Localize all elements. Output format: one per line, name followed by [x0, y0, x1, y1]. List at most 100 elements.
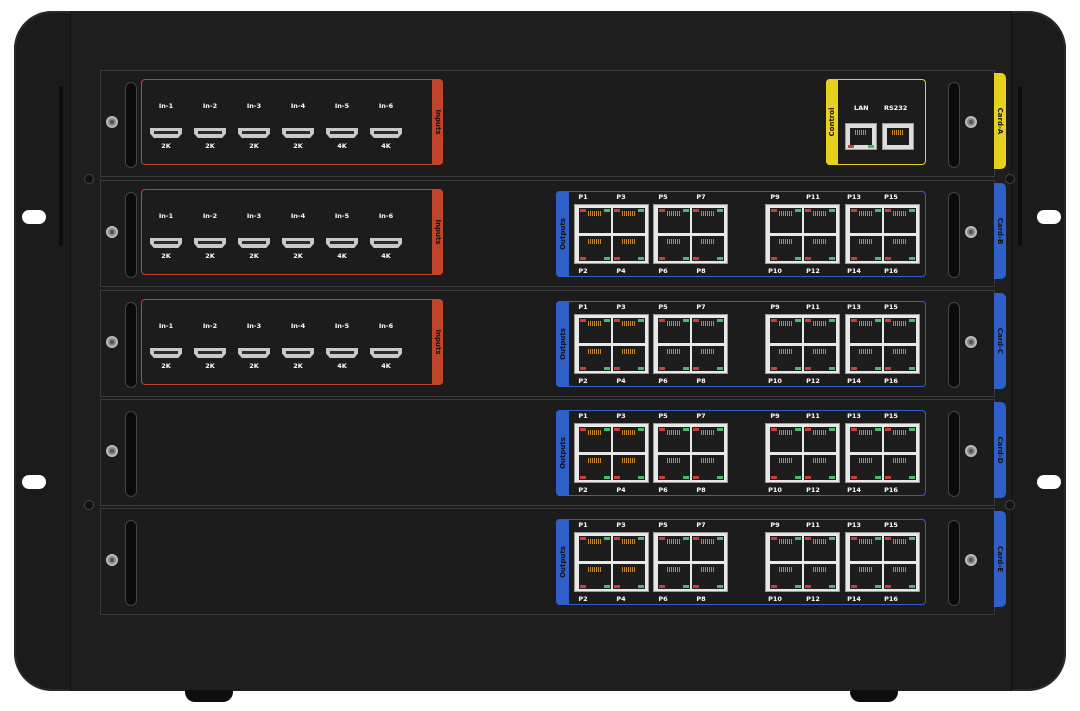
- rj45-output-port[interactable]: [692, 427, 724, 452]
- rj45-output-port[interactable]: [613, 208, 645, 233]
- rj45-output-port[interactable]: [613, 427, 645, 452]
- rj45-output-port[interactable]: [692, 236, 724, 261]
- card-handle-right[interactable]: [948, 192, 960, 278]
- rj45-output-port[interactable]: [613, 455, 645, 480]
- rj45-output-port[interactable]: [658, 564, 690, 589]
- card-handle-left[interactable]: [125, 82, 137, 168]
- rj45-output-port[interactable]: [804, 208, 836, 233]
- rj45-output-port[interactable]: [658, 318, 690, 343]
- rj45-output-port[interactable]: [884, 455, 916, 480]
- rj45-output-port[interactable]: [613, 236, 645, 261]
- rj45-output-port[interactable]: [658, 346, 690, 371]
- rj45-output-port[interactable]: [850, 536, 882, 561]
- thumbscrew-left[interactable]: [106, 554, 118, 566]
- rj45-output-port[interactable]: [884, 208, 916, 233]
- thumbscrew-right[interactable]: [965, 226, 977, 238]
- card-handle-left[interactable]: [125, 192, 137, 278]
- rj45-output-port[interactable]: [884, 427, 916, 452]
- rj45-output-port[interactable]: [884, 236, 916, 261]
- rj45-output-port[interactable]: [770, 427, 802, 452]
- rj45-output-port[interactable]: [884, 346, 916, 371]
- rj45-output-port[interactable]: [770, 536, 802, 561]
- rj45-output-port[interactable]: [804, 427, 836, 452]
- rj45-output-port[interactable]: [804, 346, 836, 371]
- card-handle-right[interactable]: [948, 411, 960, 497]
- rj45-output-port[interactable]: [692, 564, 724, 589]
- rj45-output-port[interactable]: [770, 346, 802, 371]
- card-handle-right[interactable]: [948, 302, 960, 388]
- rj45-output-port[interactable]: [579, 346, 611, 371]
- rj45-output-port[interactable]: [658, 208, 690, 233]
- card-handle-right[interactable]: [948, 520, 960, 606]
- rj45-output-port[interactable]: [804, 236, 836, 261]
- rj45-output-port[interactable]: [692, 346, 724, 371]
- thumbscrew-left[interactable]: [106, 445, 118, 457]
- rj45-output-port[interactable]: [770, 318, 802, 343]
- rj45-output-port[interactable]: [884, 564, 916, 589]
- thumbscrew-left[interactable]: [106, 116, 118, 128]
- rj45-output-port[interactable]: [579, 427, 611, 452]
- rj45-output-port[interactable]: [579, 536, 611, 561]
- rj45-output-port[interactable]: [658, 536, 690, 561]
- rj45-output-port[interactable]: [692, 318, 724, 343]
- lan-port[interactable]: [845, 123, 877, 150]
- rj45-output-port[interactable]: [658, 455, 690, 480]
- rj45-output-port[interactable]: [613, 346, 645, 371]
- rj45-output-port[interactable]: [850, 236, 882, 261]
- rj45-output-port[interactable]: [804, 455, 836, 480]
- rj45-output-port[interactable]: [850, 318, 882, 343]
- rj45-output-port[interactable]: [692, 536, 724, 561]
- rj45-output-port[interactable]: [884, 318, 916, 343]
- rs232-port[interactable]: [882, 123, 914, 150]
- rj45-output-port[interactable]: [804, 536, 836, 561]
- rj45-output-port[interactable]: [613, 318, 645, 343]
- thumbscrew-left[interactable]: [106, 226, 118, 238]
- rj45-output-port[interactable]: [884, 536, 916, 561]
- rj45-output-port[interactable]: [770, 455, 802, 480]
- card-handle-left[interactable]: [125, 520, 137, 606]
- rj45-output-port[interactable]: [770, 564, 802, 589]
- rj45-output-port[interactable]: [613, 536, 645, 561]
- thumbscrew-right[interactable]: [965, 116, 977, 128]
- rj45-output-port[interactable]: [658, 236, 690, 261]
- card-handle-left[interactable]: [125, 411, 137, 497]
- card-handle-left[interactable]: [125, 302, 137, 388]
- rj45-output-port[interactable]: [579, 564, 611, 589]
- thumbscrew-left[interactable]: [106, 336, 118, 348]
- rj45-output-port[interactable]: [850, 208, 882, 233]
- rj45-output-port[interactable]: [804, 318, 836, 343]
- rj45-output-port[interactable]: [850, 455, 882, 480]
- rj45-output-port[interactable]: [579, 236, 611, 261]
- rj45-output-port[interactable]: [850, 346, 882, 371]
- rj45-output-port[interactable]: [658, 427, 690, 452]
- rj45-output-port[interactable]: [804, 564, 836, 589]
- card-handle-right[interactable]: [948, 82, 960, 168]
- rj45-output-port[interactable]: [579, 318, 611, 343]
- rj45-output-port[interactable]: [579, 455, 611, 480]
- rj45-output-port[interactable]: [770, 236, 802, 261]
- rj45-output-port[interactable]: [613, 564, 645, 589]
- rj45-output-port[interactable]: [770, 208, 802, 233]
- rj45-output-port[interactable]: [850, 427, 882, 452]
- thumbscrew-right[interactable]: [965, 336, 977, 348]
- thumbscrew-right[interactable]: [965, 445, 977, 457]
- rj45-output-port[interactable]: [692, 455, 724, 480]
- rj45-output-port[interactable]: [850, 564, 882, 589]
- rj45-output-port[interactable]: [692, 208, 724, 233]
